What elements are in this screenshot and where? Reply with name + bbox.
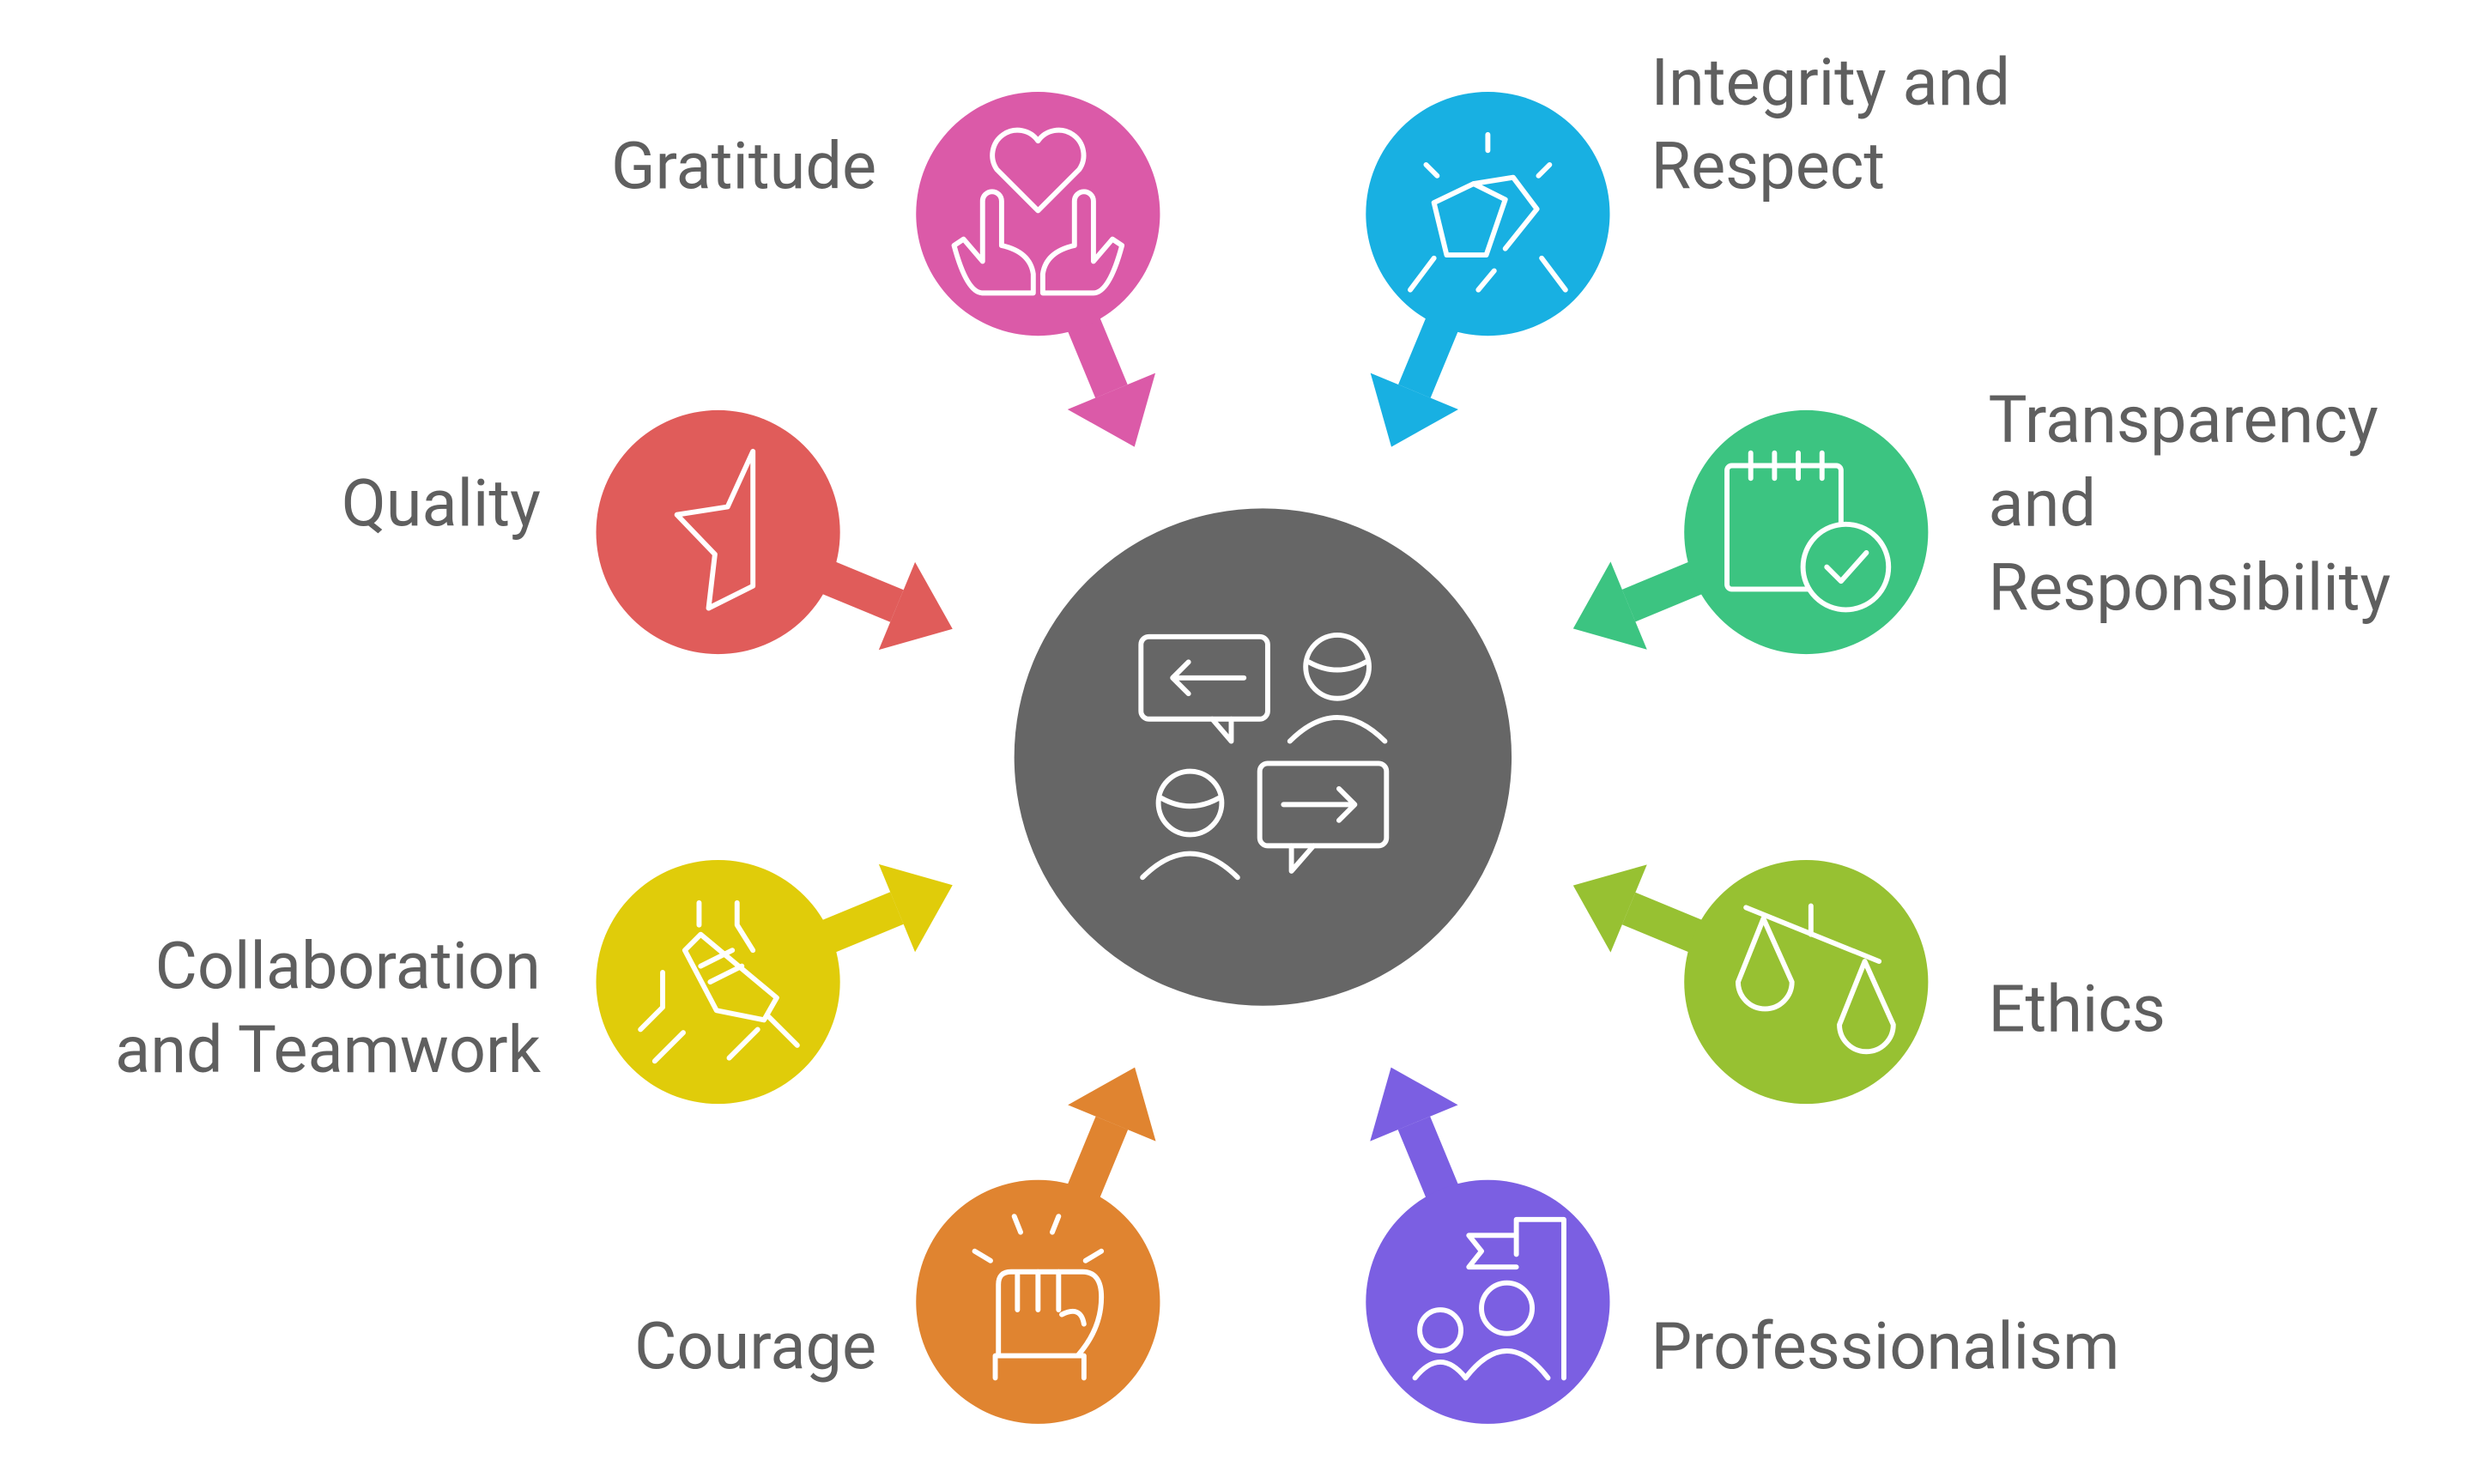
node-courage: Courage [634,1179,1160,1424]
hands-heart-icon [951,127,1125,296]
arrow-quality [814,558,953,651]
label-line: Responsibility [1988,550,2390,626]
holding-hands-icon [638,899,800,1064]
node-professionalism: Professionalism [1366,1179,2119,1424]
star-half-icon [674,448,756,611]
node-quality: Quality [342,409,840,655]
handshake-icon [1408,131,1568,293]
arrow-professionalism [1370,1067,1462,1207]
transparency-circle [1684,409,1929,655]
quality-label: Quality [342,467,541,542]
label-line: Integrity and [1651,45,2010,121]
arrow-ethics [1572,864,1711,956]
conversation-people-icon [1138,632,1390,881]
label-line: Professionalism [1651,1309,2119,1384]
label-line: and [1988,467,2096,542]
gratitude-circle [916,92,1160,336]
raised-fist-icon [972,1214,1105,1381]
arrow-collaboration [814,863,953,956]
label-line: Quality [342,467,541,542]
collaboration-label: Collaboration and Teamwork [115,929,542,1088]
center-circle [1014,508,1512,1006]
label-line: Ethics [1988,972,2165,1047]
arrow-integrity [1370,309,1462,447]
label-line: Courage [634,1309,876,1384]
label-line: Collaboration [155,929,541,1004]
calendar-check-icon [1724,450,1892,613]
scales-icon [1735,903,1896,1055]
arrow-transparency [1572,558,1711,650]
ethics-circle [1684,859,1929,1105]
gratitude-label: Gratitude [611,130,876,205]
arrow-gratitude [1063,309,1156,447]
label-line: Gratitude [611,130,876,205]
integrity-circle [1366,92,1610,336]
label-line: and Teamwork [115,1013,542,1088]
node-ethics: Ethics [1684,859,2166,1105]
quality-circle [596,409,840,655]
collaboration-circle [596,859,840,1105]
node-gratitude: Gratitude [611,92,1160,336]
label-line: Respect [1651,130,1885,205]
professionalism-circle [1366,1179,1610,1424]
ethics-label: Ethics [1988,972,2165,1047]
professionalism-label: Professionalism [1651,1309,2119,1384]
team-flag-icon [1412,1216,1566,1381]
node-collaboration: Collaboration and Teamwork [115,859,840,1105]
arrow-courage [1063,1067,1156,1207]
courage-label: Courage [634,1309,876,1384]
label-line: Transparency [1988,383,2378,458]
